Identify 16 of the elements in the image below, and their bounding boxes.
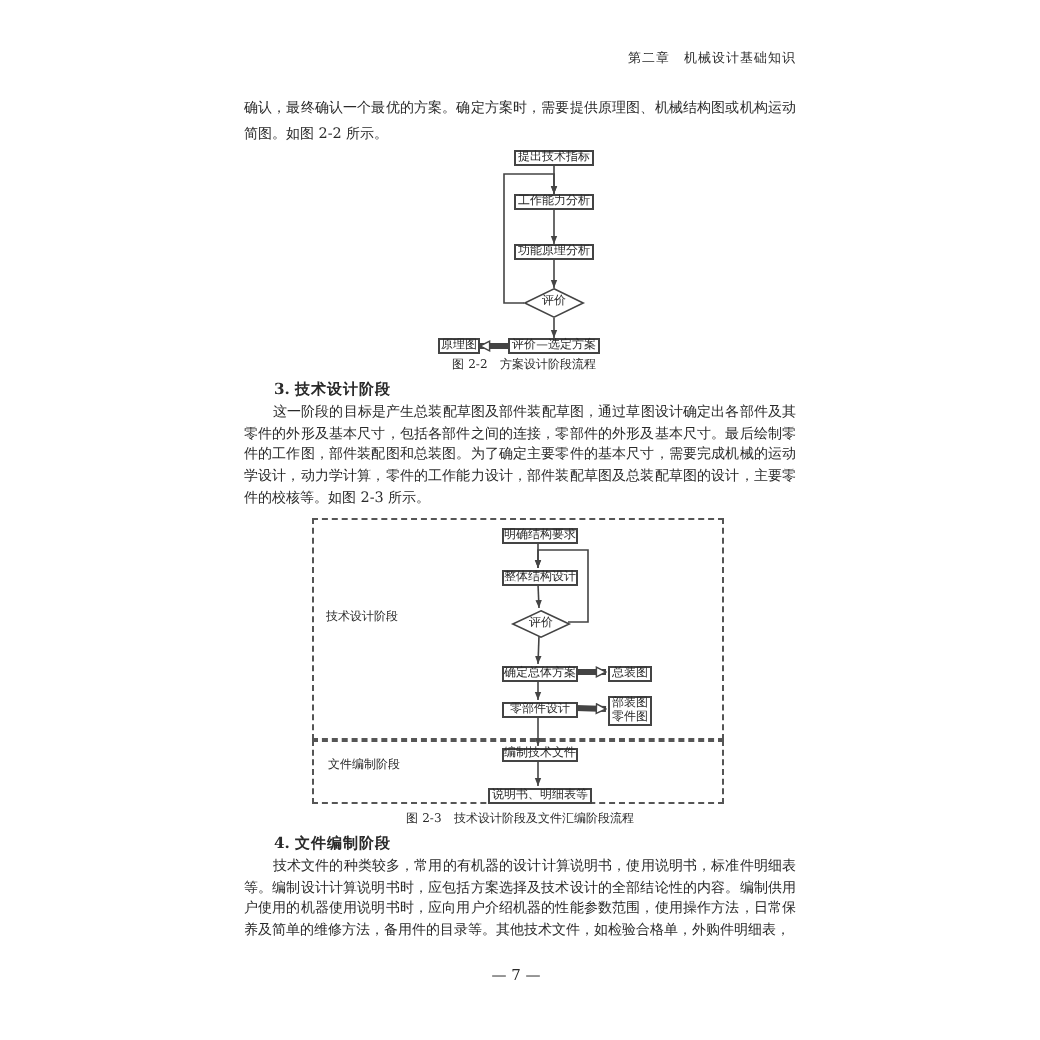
arrow — [534, 759, 542, 787]
arrow — [534, 549, 589, 623]
arrow — [535, 635, 542, 665]
hollow-arrow — [575, 703, 607, 715]
arrow — [535, 583, 542, 609]
drawing-box — [608, 696, 652, 726]
stage-region — [312, 740, 724, 804]
arrow — [550, 317, 558, 339]
hollow-arrow — [576, 666, 607, 678]
arrow — [534, 679, 542, 701]
hollow-arrow — [479, 340, 508, 352]
arrow — [534, 715, 542, 747]
arrow — [503, 173, 558, 304]
arrow — [550, 259, 558, 289]
stage-region — [312, 518, 724, 740]
arrow — [550, 209, 558, 245]
